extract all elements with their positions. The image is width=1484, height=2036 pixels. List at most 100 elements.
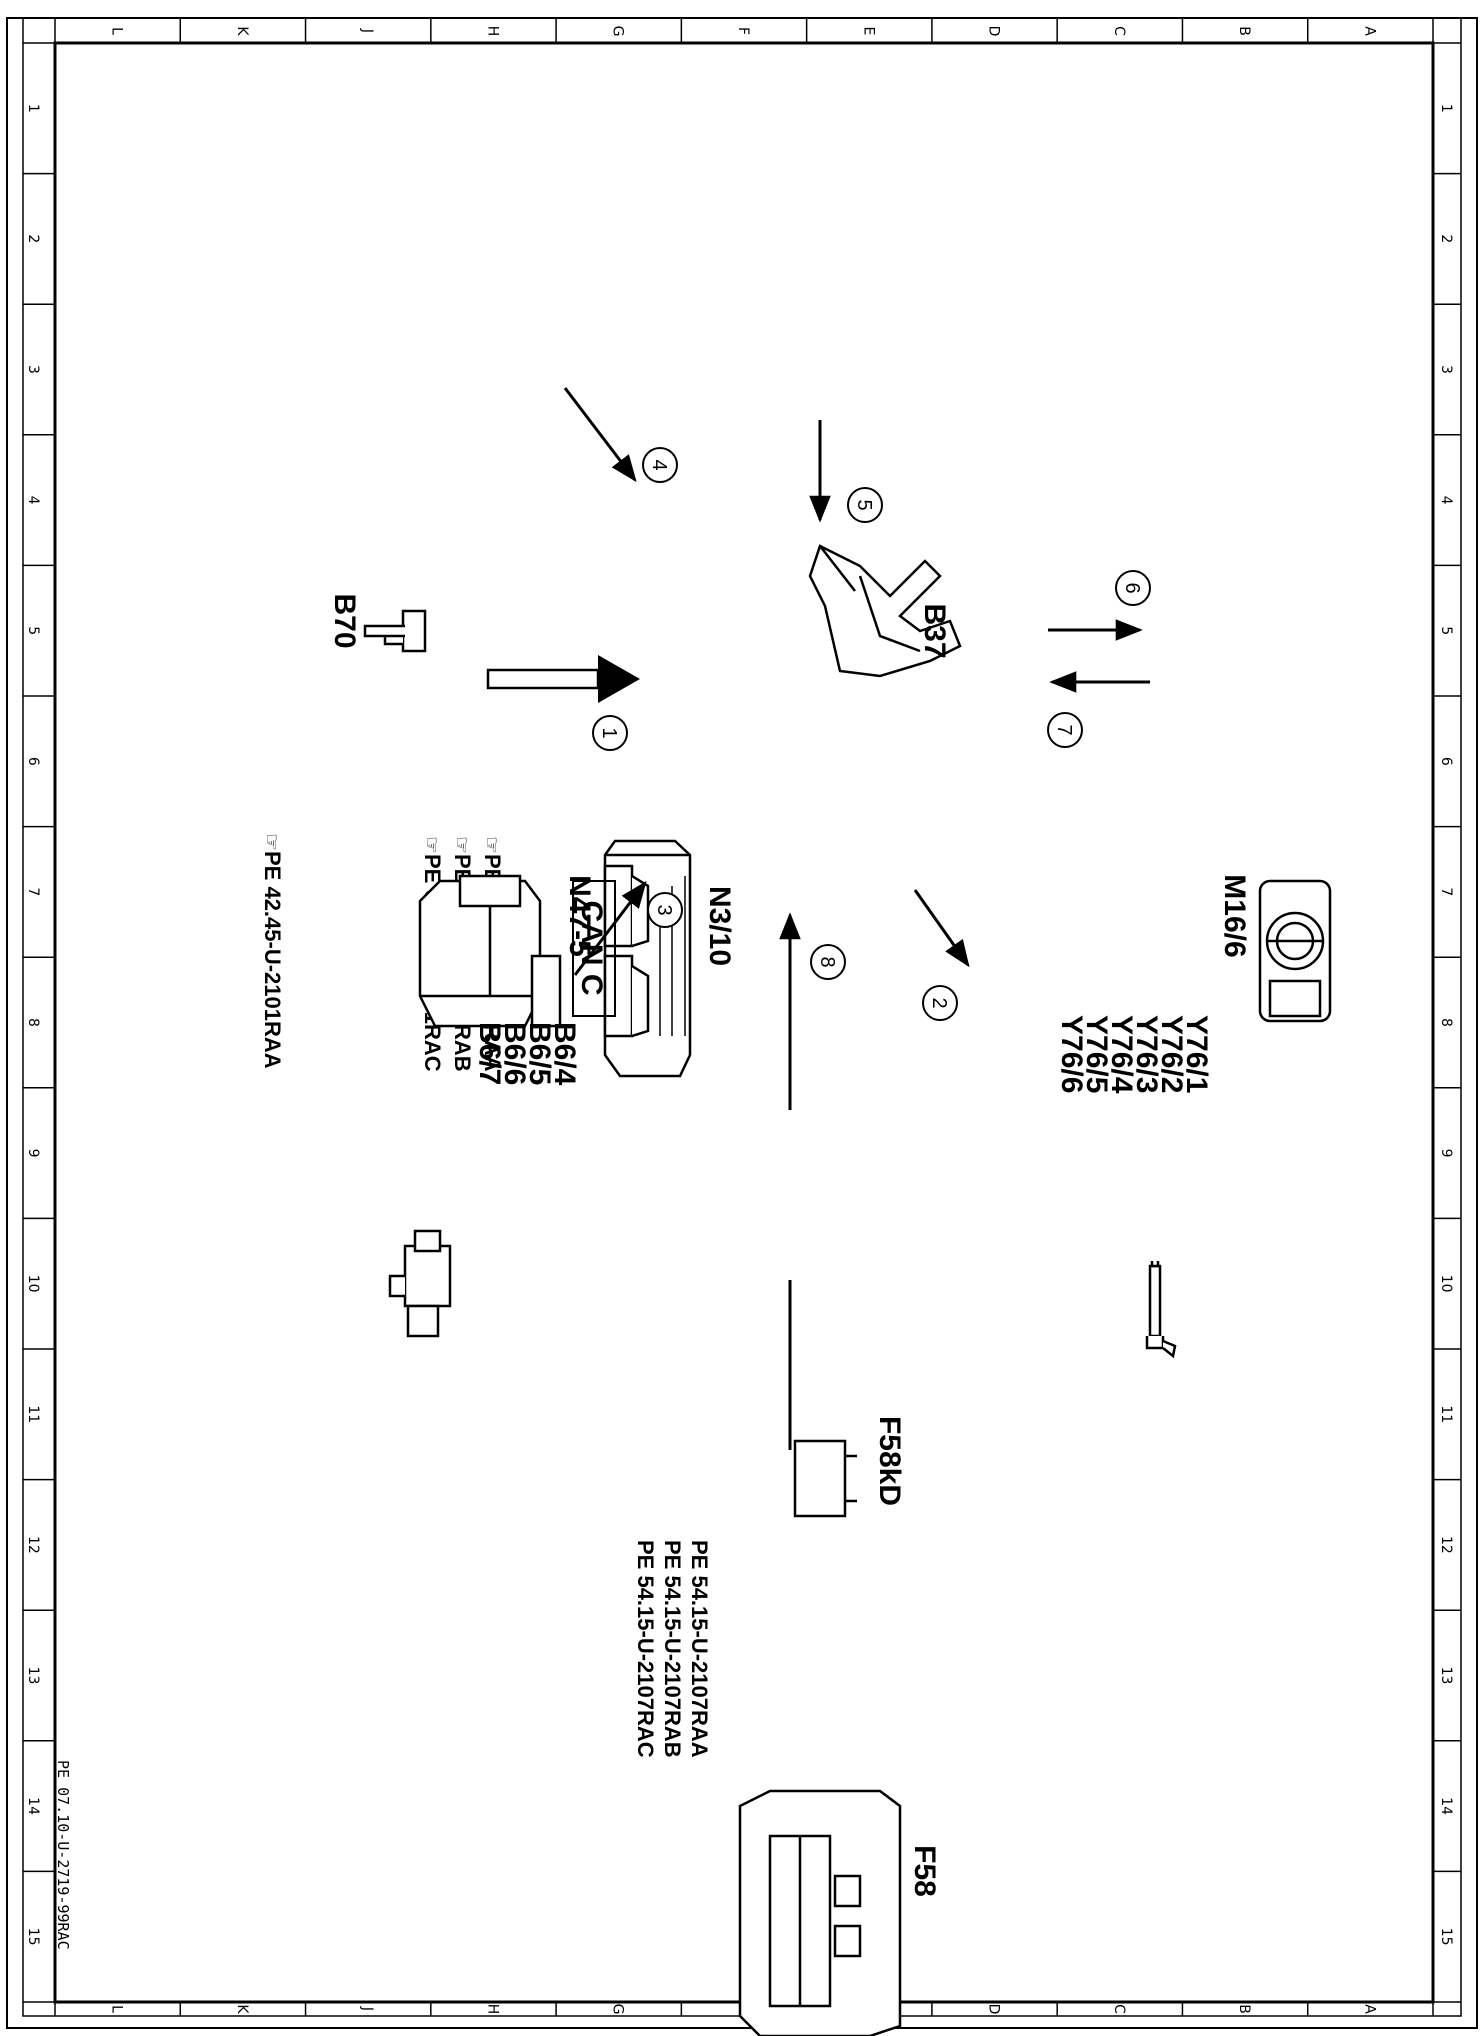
row-label-right: 6 <box>1438 757 1454 766</box>
m16-6-throttle-actuator-graphic <box>1258 879 1332 1023</box>
row-label-right: 9 <box>1438 1149 1454 1158</box>
arrow-number-3: 3 <box>647 892 683 928</box>
row-label-right: 12 <box>1438 1536 1454 1554</box>
column-label-top: G <box>610 26 626 37</box>
row-label-right: 15 <box>1438 1928 1454 1946</box>
row-label-right: 7 <box>1438 887 1454 896</box>
f58kd-label: F58kD <box>873 1416 906 1506</box>
column-label-bottom: J <box>359 2006 375 2011</box>
svg-text:6: 6 <box>1121 582 1143 593</box>
arrow-number-7: 7 <box>1047 712 1083 748</box>
m16-6-label: M16/6 <box>1218 874 1251 957</box>
column-label-top: D <box>986 26 1002 37</box>
row-label-left: 4 <box>25 496 41 505</box>
column-label-top: J <box>359 28 375 33</box>
f58-references: PE 54.15-U-2107RAA PE 54.15-U-2107RAB PE… <box>633 1540 712 1758</box>
svg-text:4: 4 <box>648 459 670 470</box>
row-label-left: 8 <box>25 1018 41 1027</box>
column-label-bottom: A <box>1361 2004 1377 2014</box>
b6-6-label: B6/6 <box>498 1022 531 1085</box>
row-label-left: 1 <box>25 104 41 113</box>
arrow-number-1: 1 <box>592 715 628 751</box>
column-label-top: B <box>1236 26 1252 36</box>
row-label-right: 4 <box>1438 496 1454 505</box>
row-label-left: 12 <box>25 1536 41 1554</box>
can-c-label: CAN C <box>575 901 608 996</box>
column-ticks: LLKKJJHHGGFFEEDDCCBBAA <box>54 18 1434 2016</box>
row-label-right: 10 <box>1438 1275 1454 1293</box>
arrow-3 <box>573 880 647 976</box>
row-label-left: 6 <box>25 757 41 766</box>
column-label-bottom: C <box>1111 2004 1127 2014</box>
document-id: PE 07.10-U-2719-99RAC <box>54 1760 72 1950</box>
column-label-bottom: H <box>484 2004 500 2015</box>
arrow-number-6: 6 <box>1115 570 1151 606</box>
f58-label: F58 <box>908 1845 941 1897</box>
column-label-top: L <box>109 27 125 35</box>
row-label-left: 5 <box>25 626 41 635</box>
can-c-bus-box <box>572 880 616 1017</box>
row-label-left: 9 <box>25 1149 41 1158</box>
f58-ref-1: PE 54.15-U-2107RAA <box>687 1540 712 1758</box>
row-label-left: 7 <box>25 887 41 896</box>
row-label-left: 14 <box>25 1797 41 1815</box>
svg-text:5: 5 <box>853 499 875 510</box>
y76-labels: Y76/1 Y76/2 Y76/3 Y76/4 Y76/5 Y76/6 <box>1055 1015 1213 1094</box>
column-label-top: C <box>1111 26 1127 36</box>
arrow-2 <box>913 889 970 968</box>
n47-5-label: N47-5 <box>563 875 596 957</box>
svg-text:1: 1 <box>598 727 620 738</box>
column-label-bottom: L <box>109 2005 125 2013</box>
column-label-bottom: G <box>610 2004 626 2015</box>
column-label-bottom: D <box>986 2004 1002 2015</box>
n47-5-ref-1: PE 42.45-U-2101RAA <box>260 851 285 1069</box>
n3-10-ecu-graphic <box>603 839 692 1078</box>
b6-7-label: B6/7 <box>473 1022 506 1085</box>
b6-5-label: B6/5 <box>523 1022 556 1085</box>
row-label-right: 1 <box>1438 104 1454 113</box>
row-label-right: 14 <box>1438 1797 1454 1815</box>
y76-4-label: Y76/4 <box>1105 1015 1138 1094</box>
row-label-right: 3 <box>1438 365 1454 374</box>
f58-ref-2: PE 54.15-U-2107RAB <box>660 1540 685 1758</box>
row-label-left: 11 <box>25 1405 41 1423</box>
f58-fuse-box-graphic <box>738 1789 902 2036</box>
arrow-number-2: 2 <box>922 985 958 1021</box>
drawing-frame <box>6 17 1478 2029</box>
row-label-right: 2 <box>1438 234 1454 243</box>
arrow-number-5: 5 <box>847 487 883 523</box>
b37-accelerator-pedal-graphic <box>808 544 962 678</box>
b70-crankshaft-sensor-graphic <box>363 609 427 653</box>
arrow-numbers: 5 4 6 7 1 3 2 8 <box>592 447 1151 1021</box>
arrow-number-4: 4 <box>642 447 678 483</box>
column-label-bottom: B <box>1236 2004 1252 2014</box>
column-label-top: A <box>1361 26 1377 36</box>
arrow-number-8: 8 <box>810 944 846 980</box>
y76-1-label: Y76/1 <box>1180 1015 1213 1093</box>
row-label-left: 10 <box>25 1275 41 1293</box>
b6-4-label: B6/4 <box>548 1022 581 1086</box>
arrow-4 <box>563 387 637 483</box>
svg-text:7: 7 <box>1053 724 1075 735</box>
row-label-right: 8 <box>1438 1018 1454 1027</box>
signal-arrows <box>563 387 1150 1450</box>
column-label-top: F <box>735 27 751 35</box>
svg-text:2: 2 <box>928 997 950 1008</box>
y76-5-label: Y76/5 <box>1080 1015 1113 1093</box>
svg-text:3: 3 <box>653 904 675 915</box>
row-label-right: 11 <box>1438 1405 1454 1423</box>
n3-10-label: N3/10 <box>703 886 736 966</box>
y76-injector-graphic <box>1145 1261 1177 1359</box>
reference-hand-icon: ☞ <box>260 833 282 851</box>
column-label-top: K <box>234 26 250 36</box>
row-label-right: 5 <box>1438 626 1454 635</box>
y76-3-label: Y76/3 <box>1130 1015 1163 1093</box>
b70-label: B70 <box>328 593 361 648</box>
svg-text:8: 8 <box>816 956 838 967</box>
reference-hand-icon: ☞ <box>480 836 502 854</box>
row-label-left: 15 <box>25 1928 41 1946</box>
can-c-arrow <box>486 655 640 703</box>
row-label-left: 2 <box>25 234 41 243</box>
